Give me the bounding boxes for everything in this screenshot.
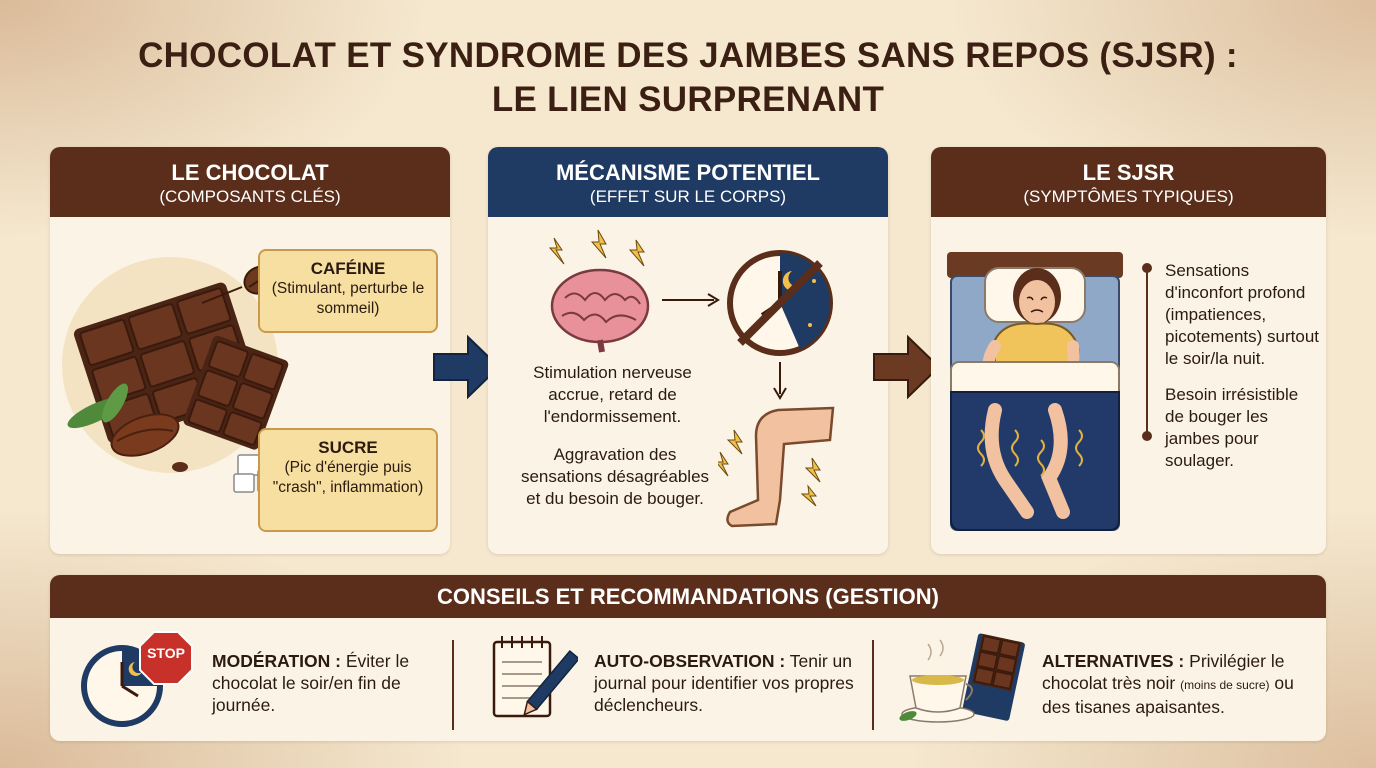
tip-alternatives-text-2: ou des tisanes apaisantes. [1042,673,1294,717]
person-in-bed-icon [947,252,1123,531]
divider [872,640,874,730]
no-sleep-clock-icon [727,250,833,356]
sjsr-panel-subtitle: (SYMPTÔMES TYPIQUES) [1023,187,1234,206]
sjsr-panel-title: LE SJSR [1082,160,1175,185]
tip-alternatives-label: ALTERNATIVES : [1042,651,1185,671]
chocolate-bar-icon [62,257,289,473]
mechanism-panel: MÉCANISME POTENTIEL (EFFET SUR LE CORPS) [488,147,888,554]
tip-moderation-label: MODÉRATION : [212,651,341,671]
mechanism-panel-subtitle: (EFFET SUR LE CORPS) [589,187,787,206]
tip-alternatives-text: Privilégier le chocolat très noir [1042,651,1285,693]
advice-panel: CONSEILS ET RECOMMANDATIONS (GESTION) [50,575,1326,741]
mechanism-text-2: Aggravation des sensations désagréables … [520,445,710,508]
arrow-to-clock-icon [662,293,720,307]
caffeine-connector [201,286,243,304]
arrow-right-icon [433,334,501,400]
tip-self-observation-text: Tenir un journal pour identifier vos pro… [594,651,854,715]
tip-self-observation-label: AUTO-OBSERVATION : [594,651,786,671]
caffeine-title: CAFÉINE [310,259,386,278]
tip-alternatives: ALTERNATIVES : Privilégier le chocolat t… [1042,650,1322,718]
advice-title: CONSEILS ET RECOMMANDATIONS (GESTION) [50,575,1326,618]
caffeine-callout: CAFÉINE (Stimulant, perturbe le sommeil) [258,249,438,333]
symptom-timeline [1142,263,1152,441]
divider [452,640,454,730]
title-line-1: CHOCOLAT ET SYNDROME DES JAMBES SANS REP… [138,36,1238,75]
sugar-text: (Pic d'énergie puis "crash", inflammatio… [272,459,424,496]
arrow-right-icon [873,334,941,400]
sjsr-panel-header: LE SJSR (SYMPTÔMES TYPIQUES) [931,147,1326,217]
chocolate-panel-subtitle: (COMPOSANTS CLÉS) [159,187,341,206]
page-title: CHOCOLAT ET SYNDROME DES JAMBES SANS REP… [0,34,1376,122]
symptom-list: Sensations d'inconfort profond (impatien… [1140,260,1320,472]
mechanism-text-1: Stimulation nerveuse accrue, retard de l… [533,363,692,426]
sugar-callout: SUCRE (Pic d'énergie puis "crash", infla… [258,428,438,532]
symptom-item: Besoin irrésistible de bouger les jambes… [1165,385,1299,470]
restless-leg-icon [718,406,835,528]
chocolate-panel-header: LE CHOCOLAT (COMPOSANTS CLÉS) [50,147,450,217]
caffeine-text: (Stimulant, perturbe le sommeil) [271,280,425,317]
tip-self-observation: AUTO-OBSERVATION : Tenir un journal pour… [594,650,854,716]
arrow-down-icon [773,362,787,400]
brain-icon [548,229,650,353]
journal-pencil-icon [492,636,578,718]
clock-stop-icon [81,631,193,727]
mechanism-panel-header: MÉCANISME POTENTIEL (EFFET SUR LE CORPS) [488,147,888,217]
symptom-item: Sensations d'inconfort profond (impatien… [1165,261,1320,368]
sugar-title: SUCRE [318,438,378,457]
mechanism-panel-title: MÉCANISME POTENTIEL [555,160,820,185]
tea-chocolate-icon [899,633,1025,723]
stop-sign-label: STOP [147,645,185,661]
chocolate-panel-title: LE CHOCOLAT [171,160,329,185]
title-line-2: LE LIEN SURPRENANT [491,80,885,119]
tip-alternatives-note: (moins de sucre) [1180,678,1270,692]
tip-moderation: MODÉRATION : Éviter le chocolat le soir/… [212,650,442,716]
tip-moderation-text: Éviter le chocolat le soir/en fin de jou… [212,651,410,715]
